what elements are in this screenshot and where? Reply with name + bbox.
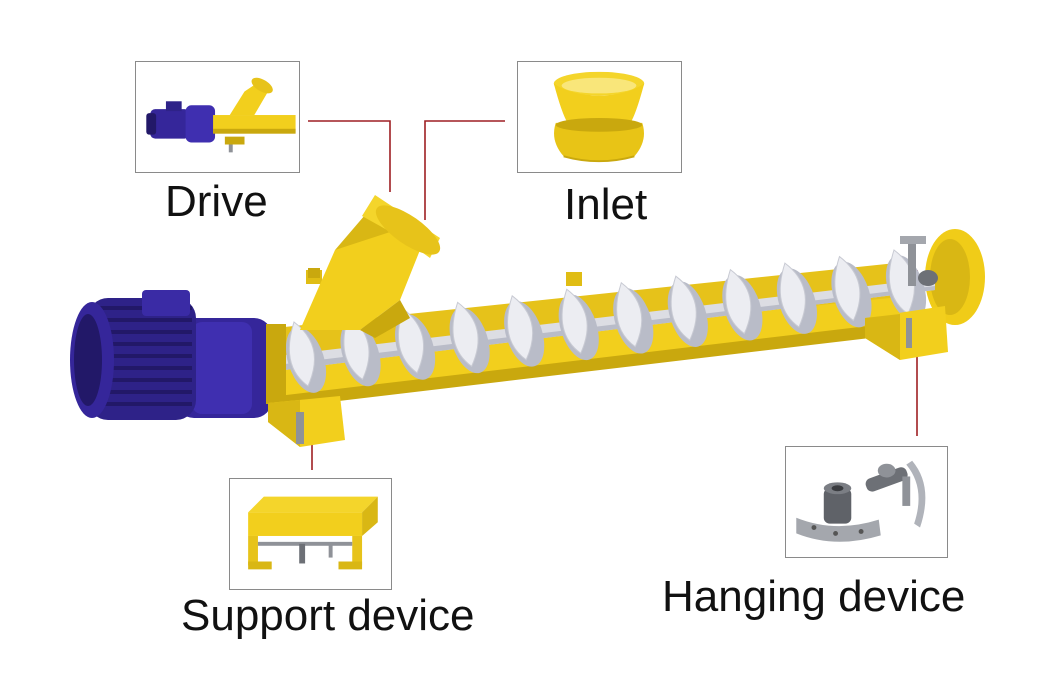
hanging-inset: [785, 446, 948, 558]
screw-flight: [779, 262, 806, 328]
screw-flight: [670, 275, 697, 341]
inlet-hopper-icon: [553, 71, 645, 163]
inlet-hopper: [300, 195, 441, 338]
motor-cooling-fin: [100, 366, 192, 370]
inlet-inset: [517, 61, 682, 173]
hanging-bearing: [900, 236, 938, 286]
drive-inset: [135, 61, 300, 173]
motor-cooling-fin: [100, 330, 192, 334]
motor-cooling-fin: [100, 402, 192, 406]
screw-flight: [507, 294, 534, 361]
support-inset: [229, 478, 392, 590]
label-hanging-device: Hanging device: [662, 572, 966, 621]
drive-motor: [70, 290, 286, 420]
callout-line-inlet: [424, 120, 505, 220]
callout-line-drive: [308, 120, 391, 192]
motor-cooling-fin: [100, 390, 192, 394]
screw-flight: [834, 255, 861, 322]
end-plate-inner: [930, 239, 970, 315]
motor-cooling-fin: [100, 378, 192, 382]
screw-flights: [285, 249, 927, 393]
screw-shaft: [285, 278, 935, 370]
trough-bottom-edge: [278, 320, 920, 408]
trough-back-wall: [275, 262, 912, 360]
lifting-lug: [566, 272, 582, 286]
screw-flight: [452, 301, 479, 368]
screw-flight: [616, 281, 643, 348]
support-bracket-icon: [248, 496, 378, 570]
screw-flight: [561, 288, 588, 355]
hanging-bearing-icon: [796, 460, 926, 542]
motor-cooling-fin: [100, 354, 192, 358]
screw-flight: [397, 308, 425, 374]
drive-unit-icon: [146, 77, 296, 153]
motor-cooling-fin: [100, 342, 192, 346]
label-drive: Drive: [165, 177, 268, 226]
label-support-device: Support device: [181, 591, 475, 640]
label-inlet: Inlet: [564, 180, 648, 229]
motor-cooling-fin: [100, 318, 192, 322]
screw-flight: [725, 268, 752, 335]
screw-flight: [288, 321, 315, 387]
support-brackets: [268, 306, 948, 447]
